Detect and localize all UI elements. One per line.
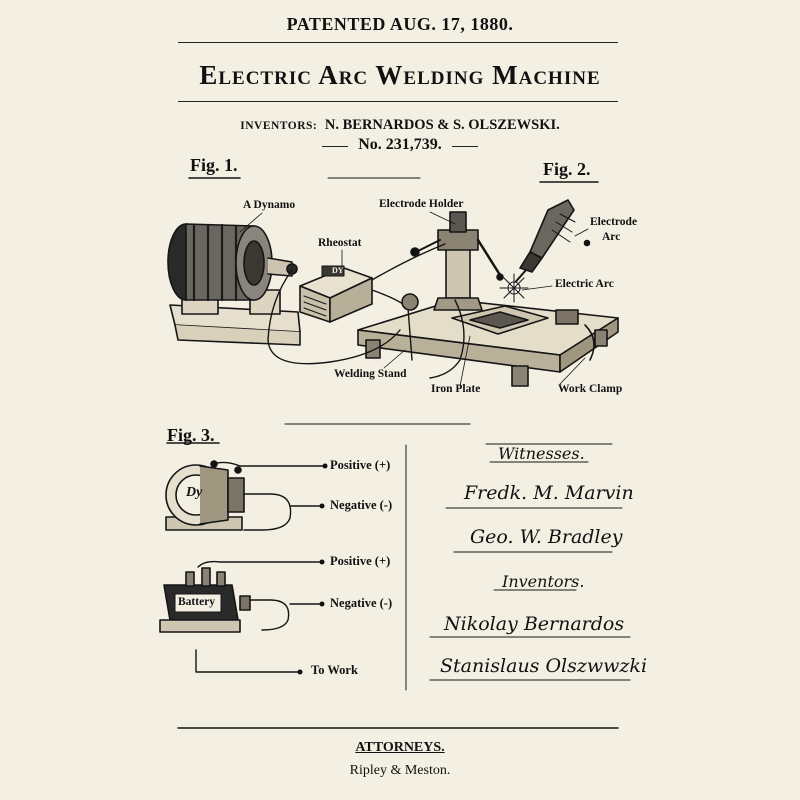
inventor-signature-1: Nikolay Bernardos — [444, 613, 625, 635]
fig1-dynamo — [167, 223, 301, 346]
patent-date: PATENTED AUG. 17, 1880. — [286, 14, 514, 34]
fig2-title: Fig. 2. — [543, 159, 591, 179]
witness-signature-2: Geo. W. Bradley — [470, 526, 623, 548]
fig1-welding-stand — [357, 299, 619, 387]
inventors-line: INVENTORS: N. BERNARDOS & S. OLSZEWSKI. — [0, 117, 800, 134]
fig3-dynamo — [165, 460, 245, 531]
patent-no-rule-left — [322, 146, 348, 147]
label-rheostat: Rheostat — [318, 237, 362, 249]
inventors-label: INVENTORS: — [240, 120, 318, 132]
fig1-title: Fig. 1. — [190, 155, 238, 175]
label-positive-1: Positive (+) — [330, 458, 391, 472]
fig3-battery-label: Battery — [178, 596, 216, 608]
label-iron-plate: Iron Plate — [431, 383, 481, 395]
patent-number: No. 231,739. — [358, 136, 442, 153]
witnesses-heading: Witnesses. — [498, 444, 585, 463]
label-work-clamp: Work Clamp — [558, 383, 623, 395]
fig3-title: Fig. 3. — [167, 425, 215, 445]
patent-no-rule-right — [452, 146, 478, 147]
label-electrode: Electrode — [590, 216, 638, 228]
label-arc: Arc — [602, 231, 621, 243]
witness-signature-1: Fredk. M. Marvin — [464, 482, 634, 504]
label-dynamo: A Dynamo — [243, 199, 296, 211]
rheostat-badge: DY — [332, 266, 344, 275]
fig3-battery — [159, 567, 251, 633]
label-welding-stand: Welding Stand — [334, 368, 407, 380]
label-to-work: To Work — [311, 663, 358, 677]
inventors-names: N. BERNARDOS & S. OLSZEWSKI. — [324, 117, 560, 133]
label-electric-arc: Electric Arc — [555, 278, 614, 290]
label-negative-2: Negative (-) — [330, 596, 393, 610]
electric-arc-spark — [499, 273, 529, 303]
label-negative-1: Negative (-) — [330, 498, 393, 512]
inventors-heading: Inventors. — [502, 572, 585, 591]
label-positive-2: Positive (+) — [330, 554, 391, 568]
document-title: Electric Arc Welding Machine — [199, 60, 601, 90]
fig2-electrode — [511, 199, 591, 287]
label-electrode-holder: Electrode Holder — [379, 198, 464, 210]
fig3-dynamo-badge: Dy — [186, 485, 203, 500]
attorneys-name: Ripley & Meston. — [349, 763, 451, 778]
header-rule-bottom — [178, 101, 618, 102]
fig1-rheostat — [299, 265, 373, 323]
attorneys-title: ATTORNEYS. — [355, 740, 445, 755]
inventor-signature-2: Stanislaus Olszwwzki — [440, 655, 648, 677]
header-rule-top — [178, 42, 618, 43]
fig1-electrode-holder — [410, 211, 504, 311]
